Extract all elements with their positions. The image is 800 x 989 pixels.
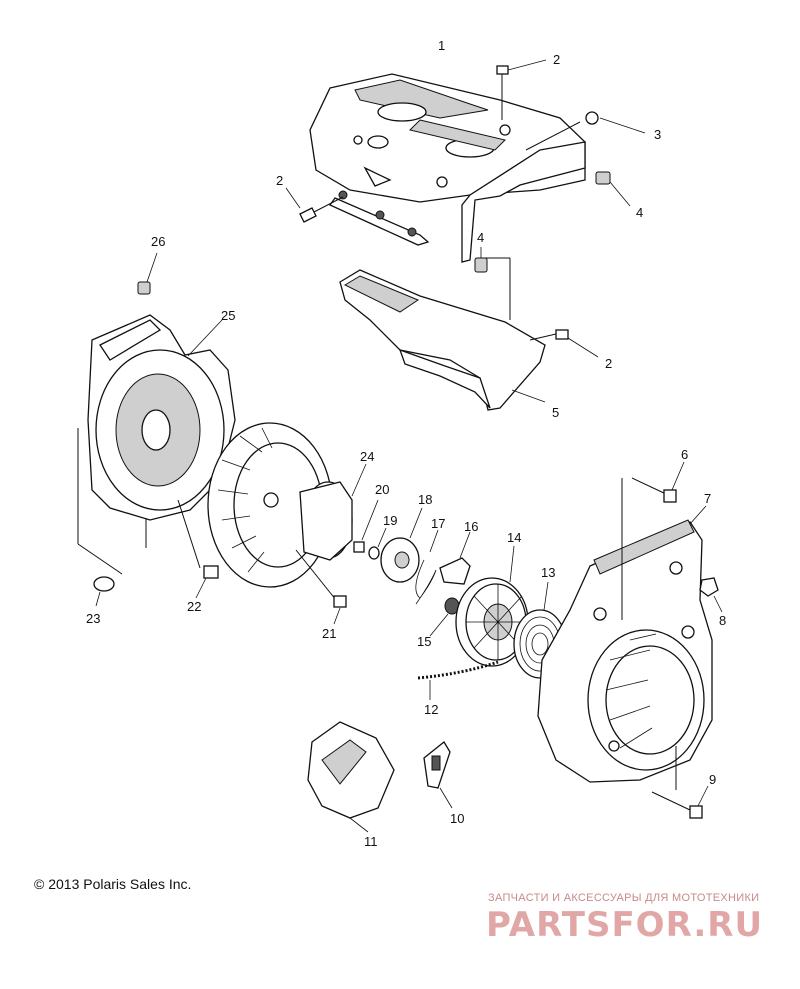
grommet-4-right bbox=[595, 171, 631, 207]
callout-15: 15 bbox=[417, 634, 431, 649]
bolt-21 bbox=[295, 549, 347, 625]
callout-11: 11 bbox=[364, 834, 378, 849]
recoil-housing-part bbox=[537, 505, 713, 783]
callout-labels: 1 2 3 4 2 4 2 5 26 25 24 20 18 19 17 16 … bbox=[86, 38, 726, 849]
rope-guide-part bbox=[423, 741, 453, 809]
air-duct-part bbox=[339, 257, 546, 411]
callout-1: 1 bbox=[438, 38, 445, 53]
watermark-tagline: ЗАПЧАСТИ И АКСЕССУАРЫ ДЛЯ МОТОТЕХНИКИ bbox=[488, 892, 760, 904]
callout-26: 26 bbox=[151, 234, 165, 249]
spring-17 bbox=[415, 529, 439, 605]
callout-5: 5 bbox=[552, 405, 559, 420]
callout-10: 10 bbox=[450, 811, 464, 826]
callout-13: 13 bbox=[541, 565, 555, 580]
bolt-2-top bbox=[496, 59, 547, 120]
callout-4-left: 4 bbox=[477, 230, 484, 245]
bolt-9 bbox=[651, 746, 709, 819]
callout-6: 6 bbox=[681, 447, 688, 462]
pawl-16 bbox=[439, 531, 471, 585]
starter-rope-part bbox=[417, 660, 499, 700]
watermark-logo: PARTSFOR.RU bbox=[486, 905, 764, 945]
engine-cover-part bbox=[309, 73, 586, 263]
flywheel-fan-part bbox=[207, 422, 367, 588]
callout-19: 19 bbox=[383, 513, 397, 528]
bolt-6 bbox=[621, 461, 685, 620]
starter-handle-part bbox=[307, 721, 395, 833]
callout-16: 16 bbox=[464, 519, 478, 534]
callout-25: 25 bbox=[221, 308, 235, 323]
callout-23: 23 bbox=[86, 611, 100, 626]
pin-26 bbox=[137, 252, 158, 295]
grommet-4-left bbox=[474, 247, 488, 273]
fan-housing-part bbox=[77, 314, 236, 575]
callout-20: 20 bbox=[375, 482, 389, 497]
callout-14: 14 bbox=[507, 530, 521, 545]
callout-2-duct: 2 bbox=[605, 356, 612, 371]
bolt-2-left bbox=[285, 187, 344, 223]
callout-18: 18 bbox=[418, 492, 432, 507]
bolt-22 bbox=[177, 499, 219, 599]
callout-24: 24 bbox=[360, 449, 374, 464]
callout-8: 8 bbox=[719, 613, 726, 628]
nut-3 bbox=[525, 111, 646, 151]
bolt-2-duct bbox=[529, 329, 599, 358]
nut-20 bbox=[353, 499, 379, 553]
nut-8 bbox=[699, 577, 723, 613]
callout-12: 12 bbox=[424, 702, 438, 717]
callout-4-right: 4 bbox=[636, 205, 643, 220]
o-ring-23 bbox=[93, 576, 115, 607]
copyright-notice: © 2013 Polaris Sales Inc. bbox=[34, 876, 192, 892]
callout-17: 17 bbox=[431, 516, 445, 531]
drive-plate-18 bbox=[380, 507, 423, 583]
recoil-pulley-part bbox=[455, 545, 529, 667]
callout-2-left: 2 bbox=[276, 173, 283, 188]
washer-19 bbox=[368, 527, 387, 560]
callout-22: 22 bbox=[187, 599, 201, 614]
callout-9: 9 bbox=[709, 772, 716, 787]
bushing-15 bbox=[429, 597, 460, 637]
callout-7: 7 bbox=[704, 491, 711, 506]
callout-2-top: 2 bbox=[553, 52, 560, 67]
callout-3: 3 bbox=[654, 127, 661, 142]
callout-21: 21 bbox=[322, 626, 336, 641]
